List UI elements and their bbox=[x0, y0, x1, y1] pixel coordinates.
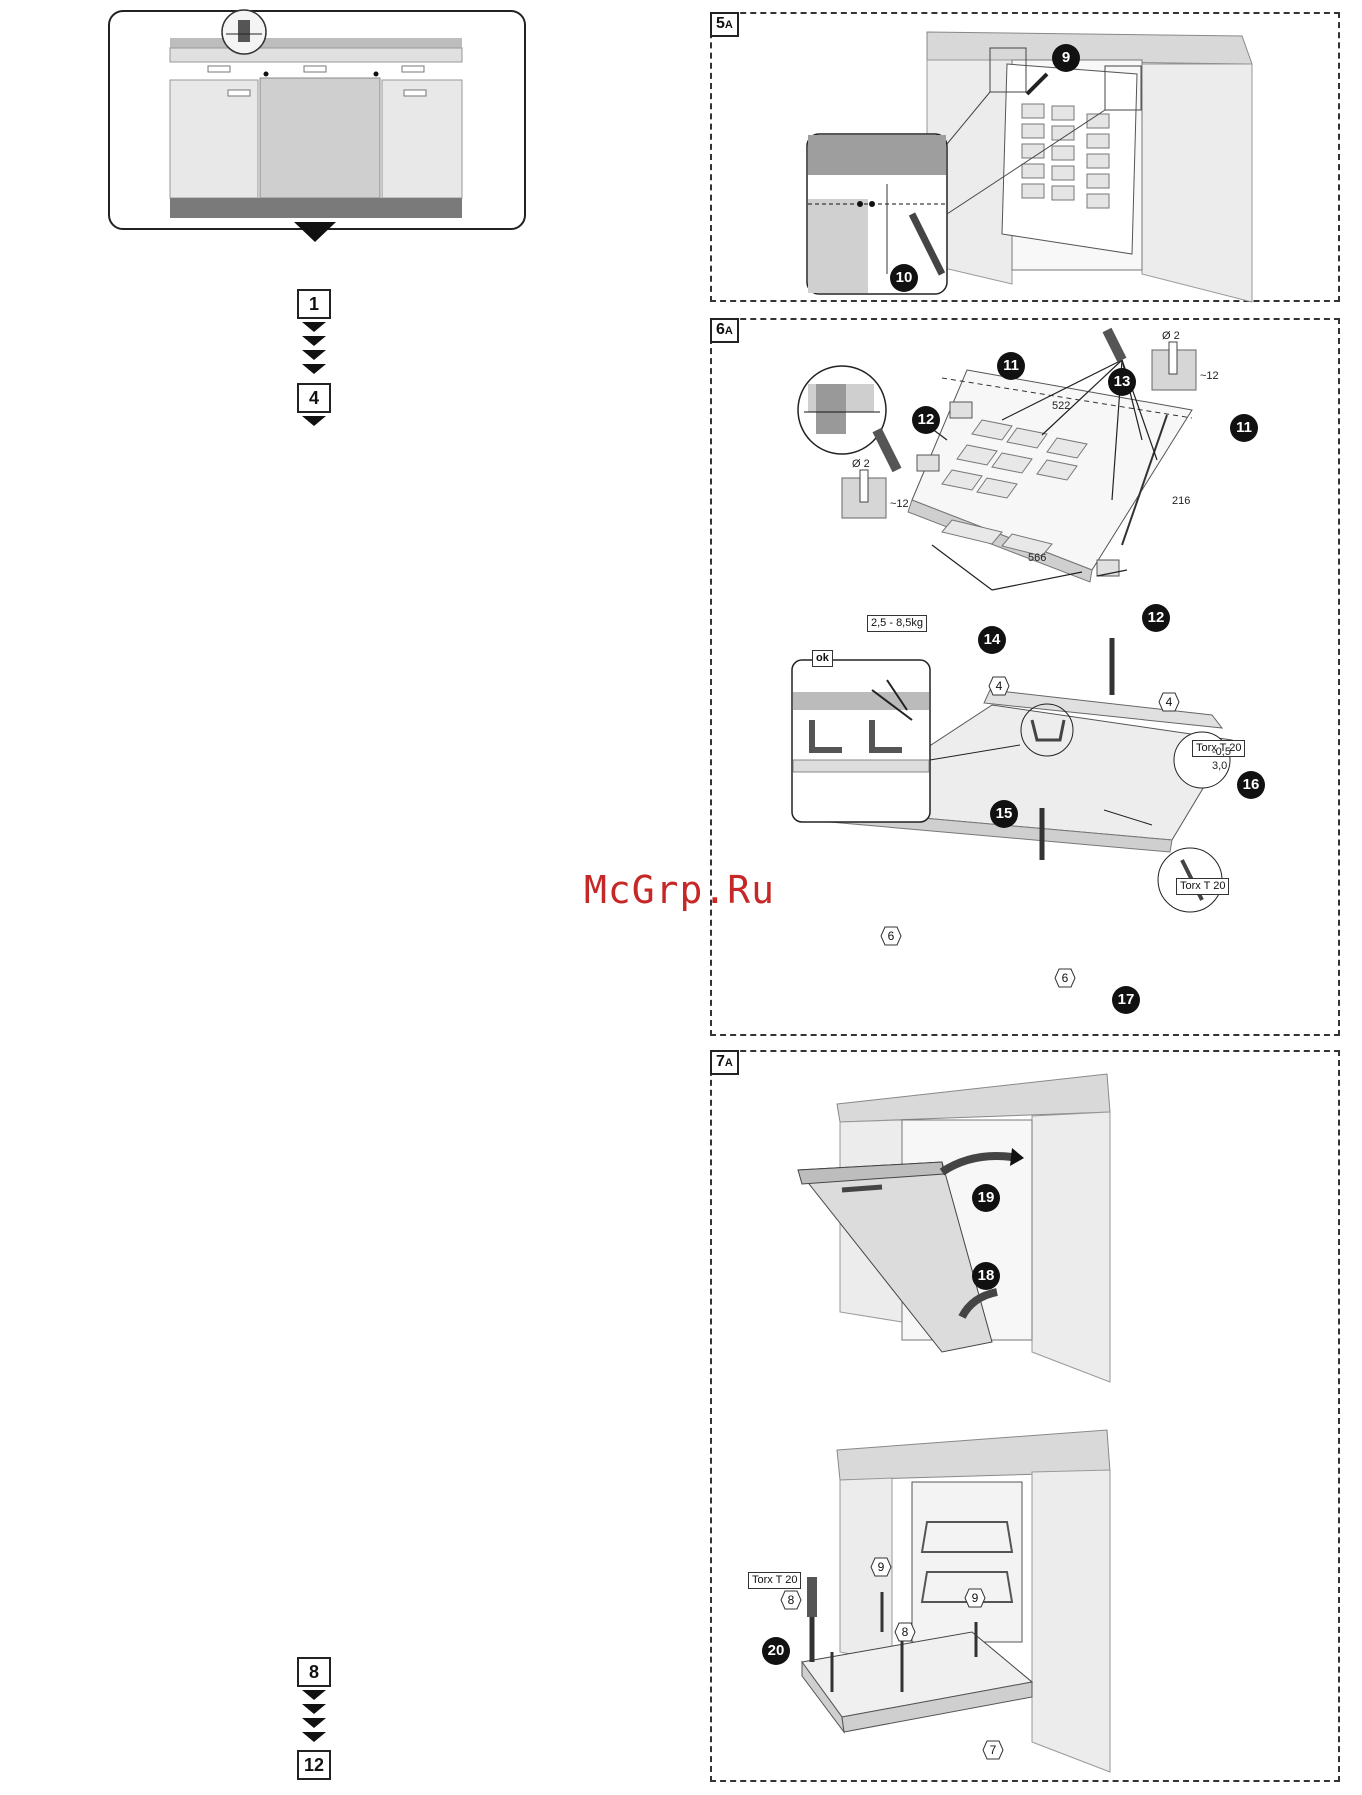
callout-14: 14 bbox=[978, 626, 1006, 654]
step-start-bottom: 8 bbox=[297, 1657, 331, 1687]
hex-label-9-right: 9 bbox=[964, 1588, 986, 1608]
callout-11-right: 11 bbox=[1230, 414, 1258, 442]
step-arrows-top bbox=[302, 322, 326, 378]
callout-16: 16 bbox=[1237, 771, 1265, 799]
torx-label-door: Torx T 20 bbox=[748, 1572, 801, 1589]
hex-label-7-text: 7 bbox=[990, 1743, 997, 1757]
callout-12-top: 12 bbox=[912, 406, 940, 434]
step-end-bottom: 12 bbox=[297, 1750, 331, 1780]
overview-illustration bbox=[108, 10, 526, 230]
step-arrows-bottom bbox=[302, 1690, 326, 1746]
hex-label-6-left: 6 bbox=[880, 926, 902, 946]
hex-label-8-left: 8 bbox=[780, 1590, 802, 1610]
step-end-top: 4 bbox=[297, 383, 331, 413]
hex-label-8-center-text: 8 bbox=[902, 1625, 909, 1639]
dimension-566: 566 bbox=[1028, 552, 1046, 564]
hex-label-4-right-text: 4 bbox=[1166, 695, 1173, 709]
callout-13: 13 bbox=[1108, 368, 1136, 396]
hex-label-7: 7 bbox=[982, 1740, 1004, 1760]
hex-label-6-right: 6 bbox=[1054, 968, 1076, 988]
dimension-tolerance: -0,5 bbox=[1212, 746, 1231, 758]
step-start-top: 1 bbox=[297, 289, 331, 319]
drill-diameter-label-left: Ø 2 bbox=[852, 458, 870, 470]
dimension-522: 522 bbox=[1052, 400, 1070, 412]
hex-label-4-right: 4 bbox=[1158, 692, 1180, 712]
callout-17: 17 bbox=[1112, 986, 1140, 1014]
weight-label: 2,5 - 8,5kg bbox=[867, 615, 927, 632]
watermark: McGrp.Ru bbox=[584, 868, 775, 912]
hex-label-8-center: 8 bbox=[894, 1622, 916, 1642]
ok-label: ok bbox=[812, 650, 833, 667]
callout-18: 18 bbox=[972, 1262, 1000, 1290]
hex-label-4-left: 4 bbox=[988, 676, 1010, 696]
hex-label-9-right-text: 9 bbox=[972, 1591, 979, 1605]
hex-label-9-left: 9 bbox=[870, 1557, 892, 1577]
hex-label-9-left-text: 9 bbox=[878, 1560, 885, 1574]
callout-11-left: 11 bbox=[997, 352, 1025, 380]
callout-12-bottom: 12 bbox=[1142, 604, 1170, 632]
dimension-3-0: 3,0 bbox=[1212, 760, 1227, 772]
panel-5a: 5A 9 10 bbox=[710, 12, 1340, 302]
hex-label-6-left-text: 6 bbox=[888, 929, 895, 943]
kitchen-alignment-drawing bbox=[108, 10, 526, 230]
template-mounting-drawing bbox=[712, 14, 1342, 304]
drill-depth-label-right: ~12 bbox=[1200, 370, 1219, 382]
hex-label-8-left-text: 8 bbox=[788, 1593, 795, 1607]
drill-diameter-label-right: Ø 2 bbox=[1162, 330, 1180, 342]
door-installation-drawing bbox=[712, 1052, 1342, 1784]
callout-19: 19 bbox=[972, 1184, 1000, 1212]
callout-15: 15 bbox=[990, 800, 1018, 828]
callout-20: 20 bbox=[762, 1637, 790, 1665]
panel-7a: 7A 19 18 20 Torx T 20 bbox=[710, 1050, 1340, 1782]
callout-9: 9 bbox=[1052, 44, 1080, 72]
drill-depth-label-left: ~12 bbox=[890, 498, 909, 510]
dimension-216: 216 bbox=[1172, 495, 1190, 507]
hex-label-4-left-text: 4 bbox=[996, 679, 1003, 693]
arrow-down-icon bbox=[294, 222, 336, 244]
panel-6a: 6A bbox=[710, 318, 1340, 1036]
callout-10: 10 bbox=[890, 264, 918, 292]
arrow-down-icon bbox=[302, 416, 326, 428]
torx-label-lower: Torx T 20 bbox=[1176, 878, 1229, 895]
hex-label-6-right-text: 6 bbox=[1062, 971, 1069, 985]
